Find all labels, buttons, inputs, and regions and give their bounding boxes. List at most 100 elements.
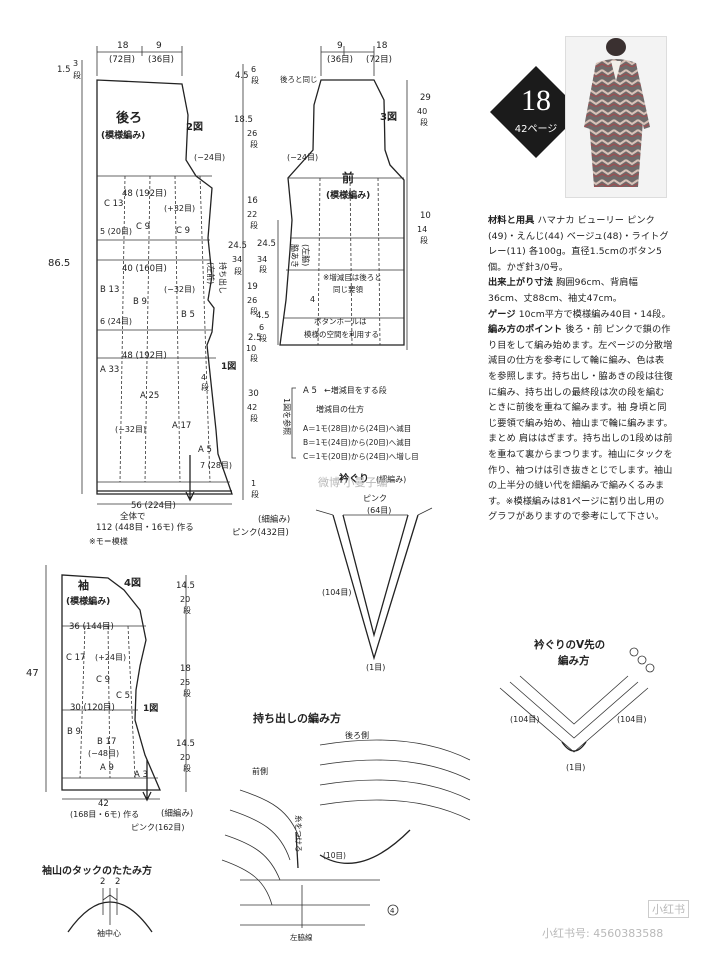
back-all: 全体で [120,511,146,522]
right-dims-h26-label: 26 [247,129,257,138]
collar-bottom-label: (1目) [366,663,385,672]
sleeve-w30-label: 30 (120目) [70,703,115,713]
front-same-label: 後ろと同じ [280,74,318,84]
mochidashi-title-label: 持ち出しの編み方 [253,711,341,725]
front-panel-diagram: 9 (36目) 18 (72目) 後ろと同じ 3図 前 (模様編み) (−24目… [256,41,431,350]
mochidashi-fold-label: 糸をつける [294,815,304,853]
sleeve-stitches-label: (168目・6モ) 作る [70,809,139,819]
mochidashi-ten-label: (10目) [323,851,346,860]
right-dims-h1-label: 1 [251,479,256,488]
back-b9: B 9 [133,297,147,307]
back-row7: 7 (28目) [200,461,232,470]
front-top-w2s-label: (72目) [366,55,392,65]
legend-how-label: 増減目の仕方 [316,404,364,414]
right-dims-h22s-label: 段 [250,220,258,230]
v-neck-tip-chart: 衿ぐりのV先の 編み方 (104目) (104目) (1目) [499,638,655,772]
right-dims-h22-label: 22 [247,210,257,219]
right-dims-mochi2-label: (左前) [206,262,216,284]
right-dims-h16-label: 16 [247,196,258,206]
back-bottom-w56: 56 (224目) [131,501,176,511]
mochidashi-front-label: 前側 [252,766,268,776]
back-c13: C 13 [104,199,123,209]
sleeve-pink-label: ピンク(162目) [131,823,185,832]
mochidashi-side-label: 左脇線 [290,932,313,942]
right-dimension-column: 4.5 6 段 18.5 26 段 16 22 段 24.5 34 段 持ち出し… [185,64,262,502]
watermark-center: 微博·小曼子编 [318,476,388,489]
sleeve-h18-label: 18 [180,664,191,674]
front-pattern-label: (模様編み) [326,189,370,201]
back-w48: 48 (192目) [122,189,167,199]
sleeve-h20-label: 20 [180,595,190,604]
placket-stitch-chart: 持ち出しの編み方 後ろ側 前側 糸をつける (10目) 4 左脇線 [221,711,471,942]
sleeve-tuck-diagram: 袖山のタックのたたみ方 2 2 袖中心 [41,864,153,938]
sleeve-diagram: 47 袖 (模様編み) 4図 36 (144目) C 17 (+24目) C 9… [26,565,195,832]
sleeve-h47-label: 47 [26,668,39,679]
back-panel-diagram: 18 (72目) 9 (36目) 1.5 3 段 86.5 後ろ (模様編み) … [48,41,290,546]
right-dims-h42s-label: 段 [250,413,258,423]
front-h34s-label: 段 [259,264,267,274]
vneck-right-label: (104目) [617,715,647,724]
back-bottom-stitches: 112 (448目・16モ) 作る [96,522,194,533]
back-minus32b: (−32目) [115,425,146,434]
collar-edge-label: (細編み) [376,474,406,484]
front-h14-label: 14 [417,225,427,234]
vneck-left-label: (104目) [510,715,540,724]
pattern-number-badge: 18 42ページ [488,64,584,160]
front-top-w2-label: 18 [376,41,388,51]
collar-title-label: 衿ぐり [339,472,369,485]
right-dims-h26b-label: 26 [247,296,257,305]
front-note2-label: 同じ要領 [333,284,363,294]
legend-row-a-label: A＝1モ(28目)から(24目)へ減目 [303,423,411,433]
right-dims-h30-label: 30 [248,389,259,399]
back-minus32: (−32目) [164,285,195,294]
sleeve-b17-label: B 17 [97,737,116,747]
front-top-w1s-label: (36目) [327,55,353,65]
right-dims-h4s-label: 段 [201,382,209,392]
collar-top-label: (64目) [367,506,391,515]
right-dims-h34-label: 34 [232,255,242,264]
front-title-label: 前 [342,170,354,185]
tuck-two-b-label: 2 [115,877,120,887]
front-h6-label: 6 [259,323,264,332]
legend-fig1-label: 1図を参照 [282,398,292,435]
front-four-label: 4 [310,295,315,304]
sleeve-w42-label: 42 [98,799,109,809]
sleeve-h20s-label: 段 [183,605,191,615]
back-a5: A 5 [198,445,212,455]
front-dec-label: (−24目) [287,153,318,162]
garment-photo [565,36,667,198]
right-dims-h6s-label: 段 [251,75,259,85]
back-left-1-5: 1.5 [57,65,71,75]
sleeve-h20b-label: 20 [180,753,190,762]
collar-diagram: 衿ぐり (細編み) ピンク (64目) (104目) (1目) [315,472,433,672]
back-left-rows: 段 [73,70,81,80]
back-note: ※モ＝模様 [89,536,128,546]
sleeve-plus24-label: (+24目) [95,653,126,662]
front-h14s-label: 段 [420,235,428,245]
points-label: 編み方のポイント [488,324,563,336]
sleeve-w36-label: 36 (144目) [69,622,114,632]
right-dims-h185-label: 18.5 [234,115,253,125]
sleeve-a3-label: A 3 [134,770,148,780]
tuck-title-label: 袖山のタックのたたみ方 [41,864,152,877]
right-dims-h4-label: 4 [201,373,206,382]
collar-side-label: (104目) [322,588,352,597]
right-dims-h42-label: 42 [247,403,257,412]
back-a17: A 17 [172,421,191,431]
front-h10-label: 10 [420,211,431,221]
right-dims-h10s-label: 段 [250,353,258,363]
sleeve-fig1-label: 1図 [143,703,158,714]
front-btn2-label: 模様の空間を利用する [304,329,379,339]
back-edge: (細編み) [258,514,290,525]
vneck-title1-label: 衿ぐりのV先の [534,638,605,651]
tuck-center-label: 袖中心 [97,928,121,938]
sleeve-edge-label: (細編み) [161,808,193,819]
badge-page: 42ページ [515,124,558,135]
collar-pink-label: ピンク [363,494,387,503]
right-dims-h245-label: 24.5 [228,241,247,251]
front-h40s-label: 段 [420,117,428,127]
back-row6: 6 (24目) [100,317,132,326]
front-note1-label: ※増減目は後ろと [323,272,382,282]
front-fig-label: 3図 [380,111,397,123]
back-a25: A 25 [140,391,159,401]
